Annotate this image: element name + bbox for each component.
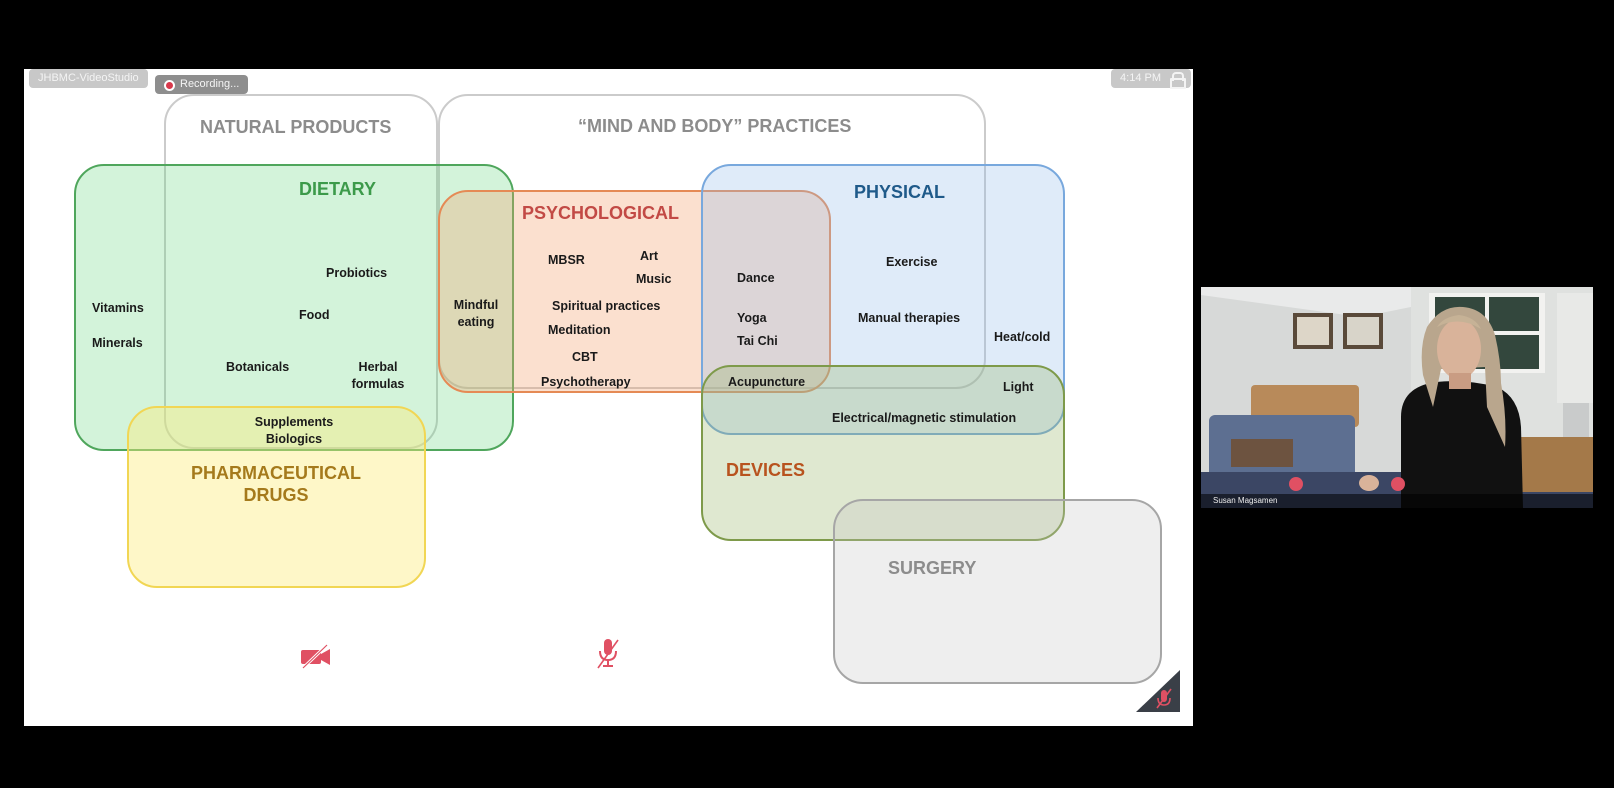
heading-dietary: DIETARY xyxy=(299,179,377,199)
term-mbsr: MBSR xyxy=(548,253,585,267)
corner-mute-indicator-icon xyxy=(1136,670,1180,712)
term-mindful-eating: Mindful eating xyxy=(444,297,508,331)
term-botanicals: Botanicals xyxy=(226,360,290,374)
term-exercise: Exercise xyxy=(886,255,938,269)
term-minerals: Minerals xyxy=(92,336,143,350)
heading-physical: PHYSICAL xyxy=(854,182,946,202)
term-yoga: Yoga xyxy=(737,311,767,325)
heading-pharmaceutical: PHARMACEUTICAL DRUGS xyxy=(182,462,370,506)
term-mindful-line1: Mindful xyxy=(453,298,499,312)
heading-surgery: SURGERY xyxy=(888,558,977,578)
term-food: Food xyxy=(299,308,330,322)
term-mindful-line2: eating xyxy=(457,315,495,329)
term-electrical-magnetic: Electrical/magnetic stimulation xyxy=(832,411,1017,425)
participant-video-tile[interactable]: Susan Magsamen xyxy=(1201,287,1593,508)
term-art: Art xyxy=(640,249,659,263)
camera-off-icon[interactable] xyxy=(299,642,333,670)
term-meditation: Meditation xyxy=(548,323,611,337)
term-music: Music xyxy=(636,272,672,286)
term-biologics: Biologics xyxy=(265,432,323,446)
term-herbal-line1: Herbal xyxy=(358,360,398,374)
participant-name-label: Susan Magsamen xyxy=(1201,494,1593,508)
heading-pharmaceutical-line2: DRUGS xyxy=(243,485,309,505)
region-natural-products xyxy=(164,94,438,449)
term-heat-cold: Heat/cold xyxy=(994,330,1051,344)
participant-video-frame xyxy=(1201,287,1593,508)
region-psychological xyxy=(438,190,831,393)
term-cbt: CBT xyxy=(572,350,598,364)
term-supplements: Supplements xyxy=(254,415,334,429)
term-manual-therapies: Manual therapies xyxy=(858,311,961,325)
heading-devices: DEVICES xyxy=(726,460,806,480)
shared-screen: JHBMC-VideoStudio Recording... 4:14 PM N… xyxy=(24,69,1193,726)
region-surgery xyxy=(833,499,1162,684)
term-dance: Dance xyxy=(737,271,775,285)
clock-time: 4:14 PM xyxy=(1120,72,1161,84)
lock-icon xyxy=(1170,72,1186,89)
heading-natural-products: NATURAL PRODUCTS xyxy=(200,117,392,137)
term-herbal-line2: formulas xyxy=(351,377,405,391)
region-devices xyxy=(701,365,1065,541)
term-supplements-biologics: Supplements Biologics xyxy=(244,414,344,448)
recording-label: Recording... xyxy=(180,78,240,90)
term-tai-chi: Tai Chi xyxy=(737,334,778,348)
heading-mind-body: “MIND AND BODY” PRACTICES xyxy=(578,116,852,136)
studio-label: JHBMC-VideoStudio xyxy=(29,69,148,88)
clock-badge: 4:14 PM xyxy=(1111,69,1191,89)
heading-pharmaceutical-line1: PHARMACEUTICAL xyxy=(191,463,361,483)
term-spiritual-practices: Spiritual practices xyxy=(552,299,661,313)
region-physical xyxy=(701,164,1065,435)
region-pharmaceutical xyxy=(127,406,426,588)
term-light: Light xyxy=(1003,380,1034,394)
microphone-off-icon[interactable] xyxy=(593,637,623,669)
term-herbal-formulas: Herbal formulas xyxy=(344,359,412,393)
term-acupuncture: Acupuncture xyxy=(728,375,806,389)
heading-psychological: PSYCHOLOGICAL xyxy=(522,203,680,223)
term-probiotics: Probiotics xyxy=(326,266,388,280)
term-psychotherapy: Psychotherapy xyxy=(541,375,631,389)
record-icon xyxy=(164,80,175,91)
recording-indicator[interactable]: Recording... xyxy=(155,75,249,94)
term-vitamins: Vitamins xyxy=(92,301,144,315)
